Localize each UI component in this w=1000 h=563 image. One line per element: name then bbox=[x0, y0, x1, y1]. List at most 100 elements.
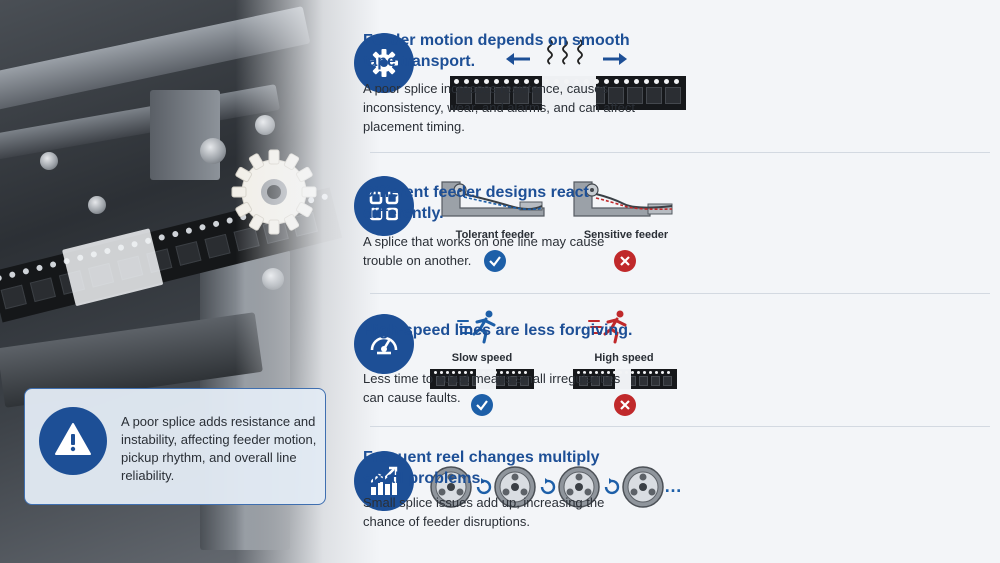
fast-tape-illustration bbox=[573, 369, 677, 389]
cycle-arrow-icon bbox=[540, 478, 556, 495]
row-divider bbox=[370, 426, 990, 427]
sprocket-hole bbox=[554, 79, 559, 84]
sprocket-hole bbox=[595, 371, 598, 374]
slow-tape-illustration bbox=[430, 369, 534, 389]
runner-fast-icon bbox=[588, 310, 627, 344]
more-dots-icon: … bbox=[664, 476, 684, 496]
tape-pocket bbox=[475, 87, 491, 104]
tolerant-feeder-label: Tolerant feeder bbox=[455, 229, 535, 241]
reel-icon bbox=[622, 466, 664, 508]
sprocket-hole bbox=[524, 79, 529, 84]
gear-icon bbox=[354, 33, 414, 93]
sprocket-hole bbox=[649, 371, 652, 374]
sprocket-hole bbox=[613, 371, 616, 374]
tape-pocket bbox=[665, 87, 681, 104]
sprocket-hole bbox=[577, 371, 580, 374]
check-icon bbox=[471, 394, 493, 416]
high-speed-label: High speed bbox=[594, 352, 654, 364]
sprocket-hole bbox=[494, 79, 499, 84]
reel-icon bbox=[430, 466, 472, 508]
sprocket-hole bbox=[434, 371, 437, 374]
sprocket-hole bbox=[494, 371, 497, 374]
sprocket-hole bbox=[458, 371, 461, 374]
sprocket-hole bbox=[446, 371, 449, 374]
sprocket-hole bbox=[500, 371, 503, 374]
arrow-right-icon bbox=[603, 53, 627, 65]
tape-pocket bbox=[456, 87, 472, 104]
tape-pocket bbox=[608, 87, 624, 104]
sprocket-hole bbox=[614, 79, 619, 84]
sprocket-hole bbox=[604, 79, 609, 84]
sprocket-hole bbox=[564, 79, 569, 84]
speedometer-icon bbox=[354, 314, 414, 374]
sprocket-hole bbox=[518, 371, 521, 374]
row-description: A splice that works on one line may caus… bbox=[363, 234, 605, 268]
tape-pocket bbox=[448, 376, 457, 386]
sprocket-hole bbox=[634, 79, 639, 84]
row-title: Feeder motion depends on smooth tape tra… bbox=[363, 32, 630, 70]
splice-section bbox=[615, 369, 631, 389]
tape-pocket bbox=[520, 376, 529, 386]
sprocket-hole bbox=[619, 371, 622, 374]
row-divider bbox=[370, 152, 990, 153]
sprocket-hole bbox=[464, 371, 467, 374]
tape-pocket bbox=[496, 376, 505, 386]
reel-icon bbox=[558, 466, 600, 508]
sensitive-feeder-label: Sensitive feeder bbox=[583, 229, 669, 241]
tape-pocket bbox=[508, 376, 517, 386]
sprocket-hole bbox=[674, 79, 679, 84]
vibration-squiggle-icon bbox=[547, 39, 583, 65]
sprocket-hole bbox=[631, 371, 634, 374]
grid-icon bbox=[354, 176, 414, 236]
sprocket-hole bbox=[470, 371, 473, 374]
tape-illustration bbox=[450, 76, 686, 110]
check-icon bbox=[484, 250, 506, 272]
sprocket-hole bbox=[589, 371, 592, 374]
sprocket-hole bbox=[654, 79, 659, 84]
tape-pocket bbox=[646, 87, 662, 104]
sprocket-hole bbox=[474, 79, 479, 84]
sprocket-hole bbox=[637, 371, 640, 374]
tape-pocket bbox=[460, 376, 469, 386]
sprocket-hole bbox=[661, 371, 664, 374]
cross-icon bbox=[614, 250, 636, 272]
sprocket-hole bbox=[594, 79, 599, 84]
sprocket-hole bbox=[625, 371, 628, 374]
row-description: A poor splice increases resistance, caus… bbox=[363, 81, 635, 134]
sprocket-hole bbox=[667, 371, 670, 374]
sprocket-hole bbox=[544, 79, 549, 84]
tape-pocket bbox=[591, 376, 600, 386]
sprocket-hole bbox=[655, 371, 658, 374]
sprocket-hole bbox=[504, 79, 509, 84]
tape-pocket bbox=[579, 376, 588, 386]
arrow-left-icon bbox=[506, 53, 530, 65]
tape-pocket bbox=[627, 87, 643, 104]
tape-pocket bbox=[651, 376, 660, 386]
row-divider bbox=[370, 293, 990, 294]
row-title: Different feeder designs react different… bbox=[363, 184, 589, 222]
sprocket-hole bbox=[574, 79, 579, 84]
sprocket-hole bbox=[484, 79, 489, 84]
sprocket-hole bbox=[534, 79, 539, 84]
sprocket-hole bbox=[664, 79, 669, 84]
sprocket-hole bbox=[514, 79, 519, 84]
splice-section bbox=[476, 369, 496, 389]
sprocket-hole bbox=[482, 371, 485, 374]
sprocket-hole bbox=[583, 371, 586, 374]
sprocket-hole bbox=[506, 371, 509, 374]
growth-chart-icon bbox=[354, 451, 414, 511]
tape-pocket bbox=[663, 376, 672, 386]
sprocket-hole bbox=[464, 79, 469, 84]
slow-speed-label: Slow speed bbox=[451, 352, 513, 364]
tape-pocket bbox=[639, 376, 648, 386]
tape-pocket bbox=[436, 376, 445, 386]
sprocket-hole bbox=[624, 79, 629, 84]
sprocket-hole bbox=[644, 79, 649, 84]
row-title: High-speed lines are less forgiving. bbox=[363, 322, 633, 339]
runner-slow-icon bbox=[457, 310, 496, 344]
warning-icon bbox=[39, 407, 107, 475]
tape-pocket bbox=[494, 87, 510, 104]
sprocket-hole bbox=[440, 371, 443, 374]
sprocket-hole bbox=[584, 79, 589, 84]
cycle-arrow-icon bbox=[476, 478, 492, 495]
